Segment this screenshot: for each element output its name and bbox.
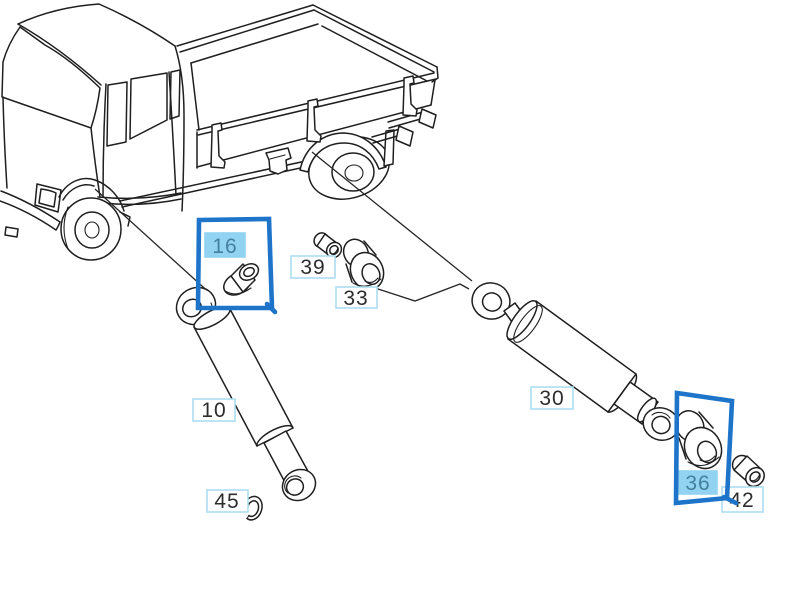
truck-rear-wheel <box>299 129 395 200</box>
part-number-45[interactable]: 45 <box>214 490 239 513</box>
leader-front-shock <box>94 188 214 297</box>
bushing-33 <box>342 238 385 291</box>
truck-rear-frame <box>371 108 437 147</box>
leader-lines <box>94 151 473 302</box>
truck-cab <box>0 3 185 238</box>
part-number-30[interactable]: 30 <box>539 387 564 410</box>
part-number-39[interactable]: 39 <box>300 256 325 279</box>
flatbed-stakes <box>210 75 418 169</box>
bushing-42 <box>731 454 765 488</box>
leader-rear-shock <box>311 151 473 282</box>
part-callout-30[interactable]: 30 <box>530 386 574 410</box>
shock-absorber-10 <box>175 286 317 502</box>
part-number-33[interactable]: 33 <box>343 287 368 310</box>
selection-box-16 <box>195 216 278 315</box>
part-number-42[interactable]: 42 <box>729 489 754 512</box>
part-number-10[interactable]: 10 <box>201 399 226 422</box>
part-callout-36[interactable]: 36 <box>678 470 718 495</box>
selection-box-36 <box>673 390 739 506</box>
part-callout-39[interactable]: 39 <box>290 255 336 279</box>
part-callout-45[interactable]: 45 <box>206 489 249 513</box>
part-number-36[interactable]: 36 <box>685 472 710 495</box>
bushing-39 <box>313 232 343 259</box>
part-callout-16[interactable]: 16 <box>204 232 246 258</box>
shock-absorber-30 <box>471 282 680 441</box>
part-number-16[interactable]: 16 <box>212 235 237 258</box>
part-callout-42[interactable]: 42 <box>721 486 764 513</box>
bushing-36 <box>675 410 723 470</box>
bushing-16 <box>223 263 260 296</box>
truck-front-wheel <box>58 177 131 261</box>
part-callout-33[interactable]: 33 <box>335 286 378 310</box>
part-callout-10[interactable]: 10 <box>192 398 236 422</box>
leader-bushing-to-shock <box>371 283 470 302</box>
truck-illustration <box>0 3 439 261</box>
